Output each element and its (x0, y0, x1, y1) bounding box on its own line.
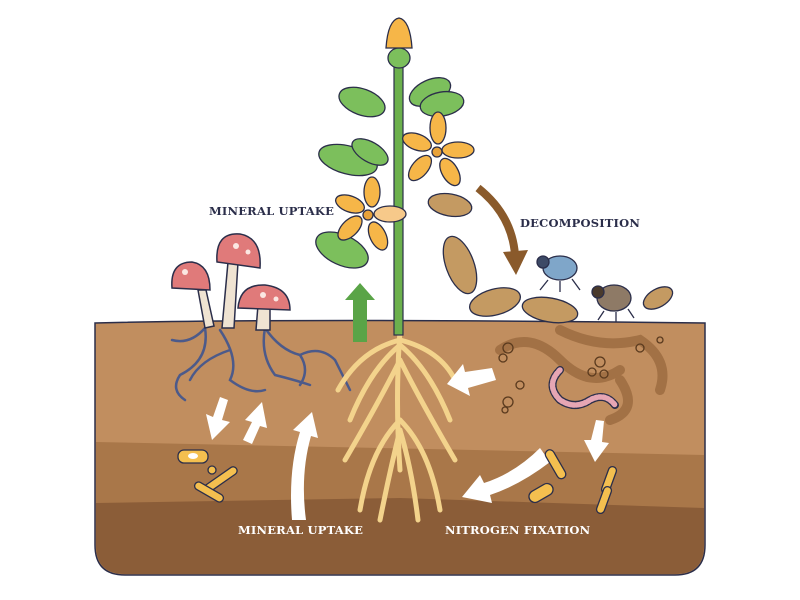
white-arrows (206, 364, 609, 520)
plant-stem (393, 59, 404, 336)
plant-roots (335, 327, 458, 523)
earthworm (548, 366, 619, 409)
beetle-blue (536, 255, 581, 292)
plant-leaves (315, 77, 465, 269)
decomposition-arrow-icon (475, 184, 528, 275)
arrow-nitrogen-fixation-icon (462, 448, 550, 503)
arrow-down-left-icon (206, 397, 230, 440)
label-decomposition: DECOMPOSITION (520, 216, 641, 230)
flower-bud (385, 17, 413, 69)
arrow-down-bacteria-icon (584, 420, 609, 462)
flower-right (401, 111, 475, 187)
arrow-mineral-uptake-icon (291, 412, 318, 520)
beetle-brown (591, 284, 635, 322)
arrow-decomposition-to-roots-icon (447, 364, 496, 396)
flower-left (334, 176, 407, 251)
growth-arrow-icon (345, 283, 375, 342)
soil-particles (498, 336, 664, 414)
dry-leaves (427, 192, 674, 324)
label-mineral-uptake-top: MINERAL UPTAKE (209, 204, 335, 218)
mushrooms (171, 233, 291, 331)
label-nitrogen-fixation: NITROGEN FIXATION (445, 523, 591, 537)
label-mineral-uptake-bottom: MINERAL UPTAKE (238, 523, 364, 537)
arrow-up-icon (243, 402, 267, 444)
bacteria (177, 449, 618, 515)
